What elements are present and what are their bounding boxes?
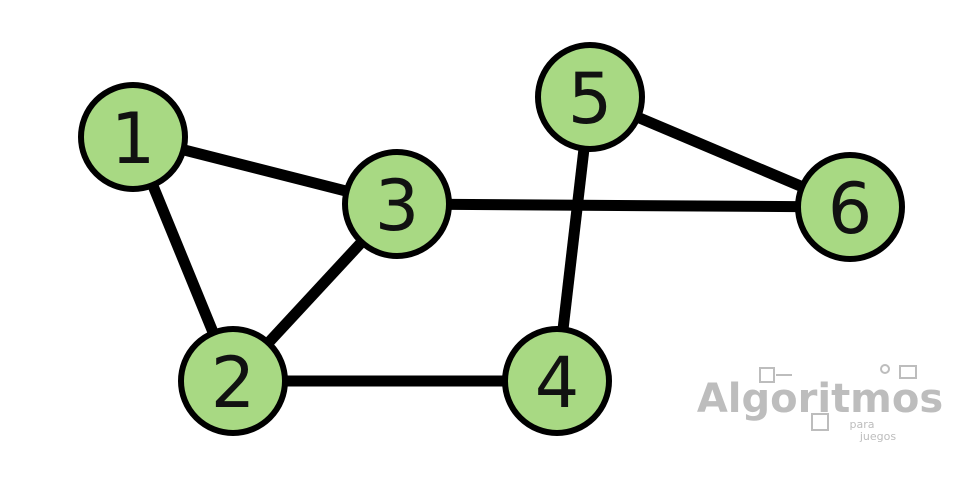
logo-sub-para: para [850, 418, 875, 431]
logo-deco-box-right [899, 365, 917, 379]
node-4: 4 [502, 326, 612, 436]
node-circle-3 [342, 149, 452, 259]
node-label-4: 4 [535, 342, 580, 424]
algoritmos-logo: Algoritmos para juegos [697, 364, 943, 443]
logo-deco-grid [811, 413, 829, 431]
logo-deco-circle [880, 364, 890, 374]
node-circle-1 [78, 82, 188, 192]
node-label-3: 3 [375, 165, 420, 247]
node-label-6: 6 [828, 168, 873, 250]
node-6: 6 [795, 152, 905, 262]
logo-main-text: Algoritmos [697, 376, 943, 422]
node-label-2: 2 [211, 342, 256, 424]
node-circle-4 [502, 326, 612, 436]
node-5: 5 [535, 42, 645, 152]
logo-deco-box-left [759, 367, 775, 383]
node-1: 1 [78, 82, 188, 192]
node-3: 3 [342, 149, 452, 259]
edge-3-6 [396, 198, 851, 213]
node-label-5: 5 [568, 58, 613, 140]
logo-sub-juegos: juegos [859, 430, 897, 443]
node-circle-5 [535, 42, 645, 152]
node-2: 2 [178, 326, 288, 436]
nodes-layer: 1 2 3 4 5 6 [78, 42, 905, 436]
node-circle-6 [795, 152, 905, 262]
node-label-1: 1 [111, 98, 156, 180]
node-circle-2 [178, 326, 288, 436]
